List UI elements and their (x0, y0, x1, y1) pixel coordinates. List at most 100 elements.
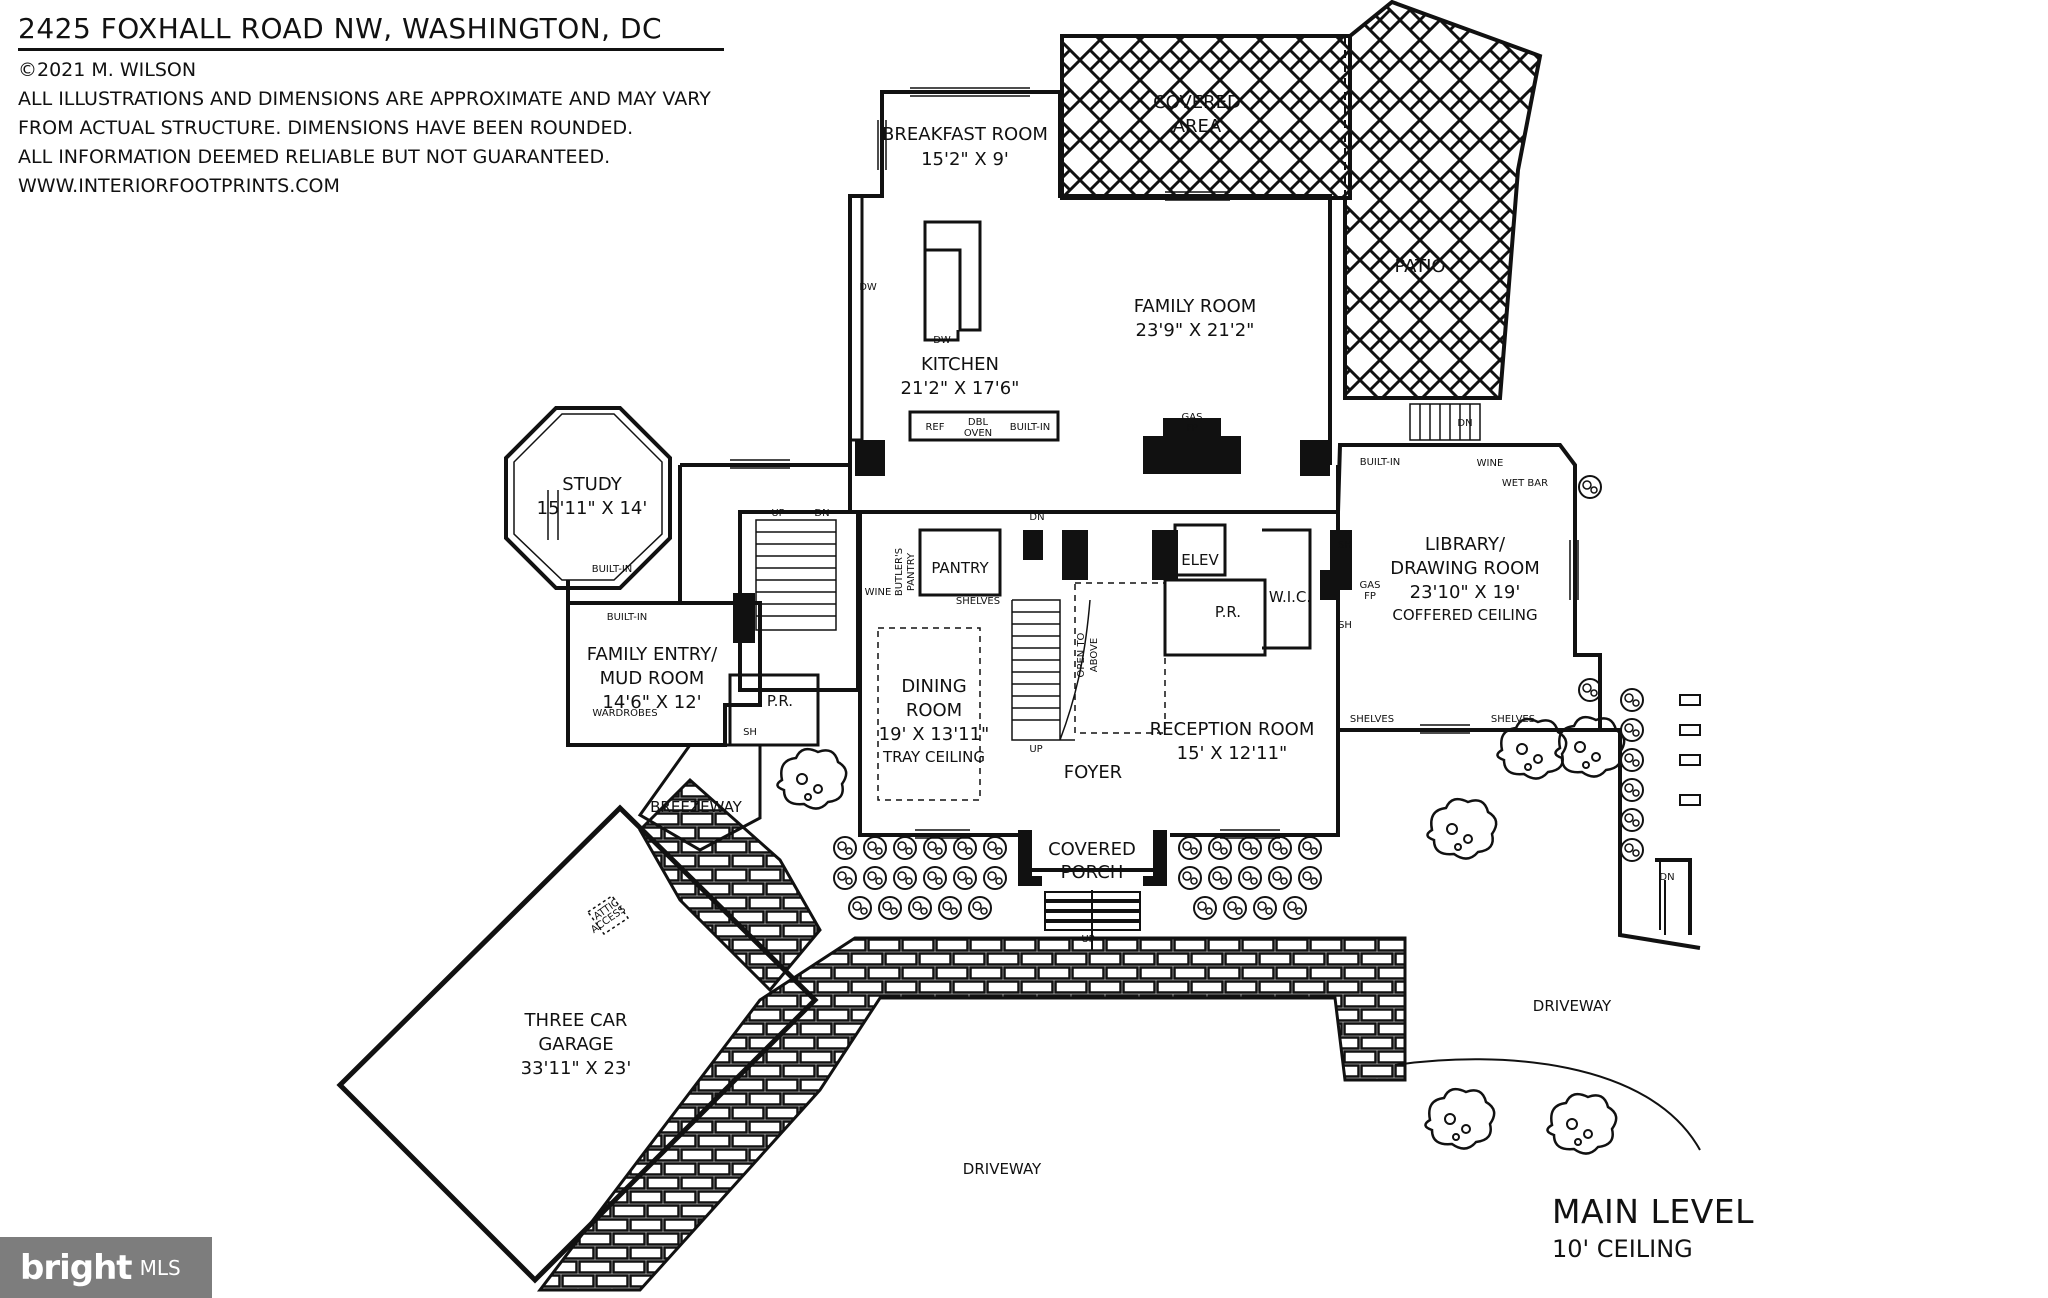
dining-room-label: DINING (901, 676, 966, 697)
ref-label: REF (925, 422, 944, 433)
shelves-label-left: SHELVES (1350, 714, 1394, 725)
pr-center-wall (1163, 578, 1267, 657)
reception-room-dims: 15' X 12'11" (1177, 743, 1288, 764)
kitchen-counter-left (848, 196, 864, 442)
built-in-label-study: BUILT-IN (592, 564, 633, 575)
brick-walk-main (536, 936, 1407, 1292)
library-dims: 23'10" X 19' (1410, 582, 1521, 603)
breakfast-room-dims: 15'2" X 9' (921, 149, 1009, 170)
back-stair (755, 519, 837, 631)
dn-label-patio: DN (1457, 418, 1472, 429)
patio-hatch (1343, 0, 1543, 400)
built-in-label-mud: BUILT-IN (607, 612, 648, 623)
pantry-wall (918, 528, 1002, 597)
dining-ceiling: TRAY CEILING (882, 748, 985, 766)
plan-title: 2425 FOXHALL ROAD NW, WASHINGTON, DC (18, 12, 663, 45)
kitchen-island (923, 220, 982, 342)
right-service-wall (1655, 858, 1692, 935)
driveway-main-label: DRIVEWAY (963, 1160, 1042, 1178)
butlers-pantry-label-2: PANTRY (906, 552, 917, 591)
pr-left-label: P.R. (767, 692, 793, 710)
website-line: WWW.INTERIORFOOTPRINTS.COM (18, 175, 340, 197)
dw-label-island: DW (933, 335, 951, 346)
driveway-right-label: DRIVEWAY (1533, 997, 1612, 1015)
core-wall (848, 465, 1340, 514)
dining-room-dims: 19' X 13'11" (879, 724, 990, 745)
disclaimer-line: FROM ACTUAL STRUCTURE. DIMENSIONS HAVE B… (18, 117, 634, 139)
kitchen-dims: 21'2" X 17'6" (901, 378, 1020, 399)
wine-label-bar: WINE (1477, 458, 1504, 469)
open-to-above-label: OPEN TO (1076, 632, 1087, 677)
dbl-oven-label: DBL (968, 417, 989, 428)
study-wall (566, 463, 850, 605)
family-entry-label: FAMILY ENTRY/ (587, 644, 718, 665)
wic-wall (1262, 528, 1312, 650)
plan-notes: ©2021 M. WILSON ALL ILLUSTRATIONS AND DI… (18, 56, 711, 201)
gas-fp-label-2: FP (1186, 423, 1198, 434)
garage-outline (336, 804, 819, 1284)
family-room-wall (1062, 194, 1332, 465)
elev-wall (1173, 523, 1227, 577)
library-wall (1336, 443, 1602, 732)
dbl-oven-label-2: OVEN (964, 428, 992, 439)
wardrobes-label: WARDROBES (592, 708, 657, 719)
kitchen-wall (848, 90, 1062, 465)
mud-room-wall (566, 601, 762, 747)
gas-fp-library-2: FP (1364, 591, 1376, 602)
level-name: MAIN LEVEL (1552, 1192, 1755, 1231)
copyright-line: ©2021 M. WILSON (18, 59, 197, 81)
study-dims: 15'11" X 14' (537, 498, 648, 519)
badge-brand: bright (20, 1247, 133, 1288)
up-label-porch: UP (1081, 934, 1094, 945)
study-octagon (504, 406, 672, 590)
reception-room-label: RECEPTION ROOM (1150, 719, 1315, 740)
up-label-back-stair: UP (771, 508, 784, 519)
built-in-label-patio: BUILT-IN (1360, 457, 1401, 468)
disclaimer-line: ALL INFORMATION DEEMED RELIABLE BUT NOT … (18, 146, 611, 168)
covered-area-label: COVERED (1153, 92, 1241, 113)
side-yard-wall (1340, 728, 1701, 950)
sh-label-3: SH (743, 727, 757, 738)
pr-center-label: P.R. (1215, 603, 1241, 621)
library-label: LIBRARY/ (1425, 534, 1506, 555)
pr-left-wall (728, 673, 820, 747)
foyer-label: FOYER (1064, 762, 1122, 783)
bright-mls-badge: bright MLS (0, 1237, 212, 1298)
open-to-above (1074, 582, 1166, 734)
shelves-label-pantry: SHELVES (956, 596, 1000, 607)
dw-label: DW (859, 282, 877, 293)
main-stair (1011, 599, 1091, 741)
wine-label-pantry: WINE (865, 587, 892, 598)
study-label: STUDY (562, 474, 622, 495)
built-in-label-kitchen: BUILT-IN (1010, 422, 1051, 433)
dining-room-label-2: ROOM (906, 700, 962, 721)
family-room-label: FAMILY ROOM (1134, 296, 1257, 317)
kitchen-counter-bottom (908, 410, 1060, 442)
library-label-2: DRAWING ROOM (1390, 558, 1540, 579)
title-underline (18, 48, 724, 51)
garage-dims: 33'11" X 23' (521, 1058, 632, 1079)
garage-label: THREE CAR (524, 1010, 628, 1031)
dn-label-back-stair: DN (814, 508, 829, 519)
garage-label-2: GARAGE (538, 1034, 613, 1055)
kitchen-label: KITCHEN (921, 354, 999, 375)
breezeway-label: BREEZEWAY (650, 798, 743, 816)
sh-label-2: SH (1338, 620, 1352, 631)
library-ceiling: COFFERED CEILING (1392, 606, 1537, 624)
open-to-above-label-2: ABOVE (1089, 638, 1100, 672)
pantry-label: PANTRY (931, 559, 989, 577)
family-room-dims: 23'9" X 21'2" (1136, 320, 1255, 341)
gas-fp-library: GAS (1360, 580, 1381, 591)
covered-area-label-2: AREA (1173, 116, 1222, 137)
level-ceiling: 10' CEILING (1552, 1235, 1693, 1263)
elev-label: ELEV (1181, 551, 1219, 569)
wet-bar-label: WET BAR (1502, 478, 1548, 489)
butlers-pantry-label: BUTLER'S (894, 548, 905, 596)
attic-hatch (586, 894, 630, 936)
family-entry-dims: 14'6" X 12' (602, 692, 701, 713)
up-label-foyer: UP (1029, 744, 1042, 755)
dn-label-right: DN (1659, 872, 1674, 883)
dining-table (877, 627, 981, 801)
badge-suffix: MLS (139, 1255, 181, 1280)
